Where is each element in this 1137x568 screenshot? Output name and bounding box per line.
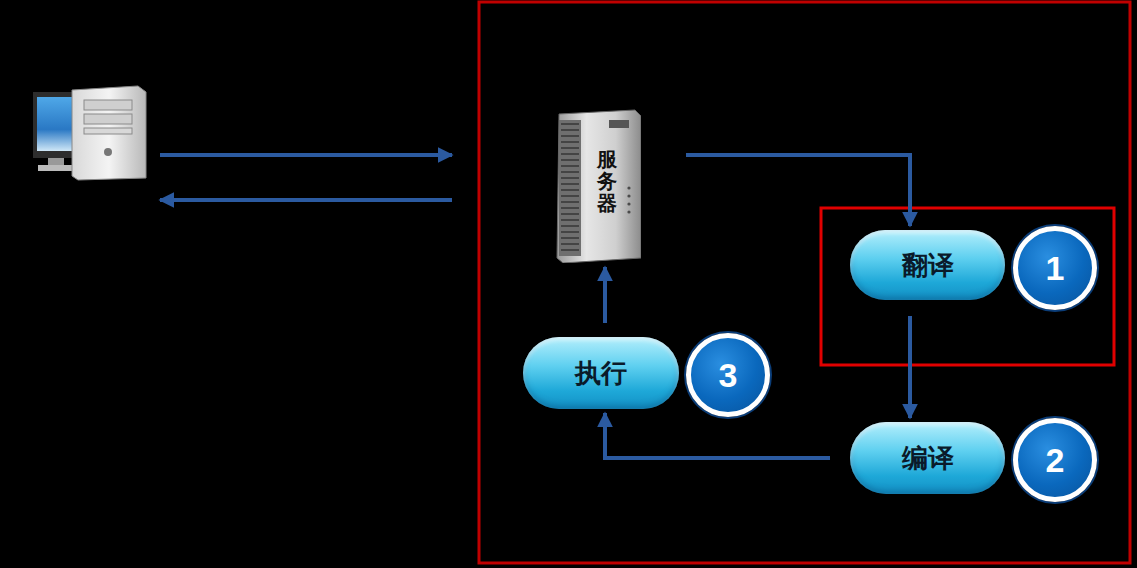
vent-slot: [561, 237, 579, 239]
process-box: 翻译: [850, 230, 1005, 300]
vent-slot: [561, 141, 579, 143]
vent-slot: [561, 195, 579, 197]
vent-slot: [561, 165, 579, 167]
callout-number: 1: [1013, 226, 1097, 310]
vent-slot: [561, 153, 579, 155]
vent-slot: [561, 243, 579, 245]
process-box: 执行: [523, 337, 679, 409]
callout-number: 3: [719, 356, 738, 395]
process-label: 编译: [902, 441, 954, 476]
flow-arrow: [686, 155, 910, 226]
callout-number: 3: [686, 333, 770, 417]
vent-slot: [561, 225, 579, 227]
vent-slot: [561, 189, 579, 191]
vent-slot: [561, 123, 579, 125]
server-region-frame: [479, 2, 1130, 563]
status-led: [627, 210, 630, 213]
monitor-stand: [48, 158, 64, 166]
vent-slot: [561, 249, 579, 251]
process-box: 编译: [850, 422, 1005, 494]
flow-arrow: [603, 267, 607, 323]
vent-slot: [561, 219, 579, 221]
vent-slot: [561, 231, 579, 233]
callout-number: 2: [1013, 418, 1097, 502]
server-badge: [609, 120, 629, 128]
status-led: [627, 186, 630, 189]
vent-slot: [561, 213, 579, 215]
highlight-frame: [821, 208, 1114, 365]
flow-arrow: [908, 316, 912, 418]
callout-number: 2: [1046, 441, 1065, 480]
power-button: [104, 148, 112, 156]
status-led: [627, 194, 630, 197]
vent-slot: [561, 177, 579, 179]
server-case: [557, 110, 641, 263]
vent-slot: [561, 159, 579, 161]
vent-slot: [561, 129, 579, 131]
server-box: 服务器: [555, 108, 641, 263]
client-computer: [33, 86, 146, 180]
request-arrow: [160, 153, 452, 157]
vent-slot: [561, 207, 579, 209]
process-label: 翻译: [902, 248, 954, 283]
vent-slot: [561, 201, 579, 203]
drive-bay: [84, 128, 132, 134]
process-label: 执行: [575, 356, 627, 391]
vent-slot: [561, 171, 579, 173]
callout-number: 1: [1046, 249, 1065, 288]
server-vent-panel: [559, 120, 581, 256]
vent-slot: [561, 147, 579, 149]
response-arrow: [160, 198, 452, 202]
status-led: [627, 202, 630, 205]
drive-bay: [84, 100, 132, 110]
vent-slot: [561, 135, 579, 137]
server-label: 服务器: [597, 148, 617, 214]
tower-case: [72, 86, 146, 180]
monitor-screen: [37, 97, 75, 151]
vent-slot: [561, 183, 579, 185]
drive-bay: [84, 114, 132, 124]
flow-arrow: [605, 413, 830, 458]
